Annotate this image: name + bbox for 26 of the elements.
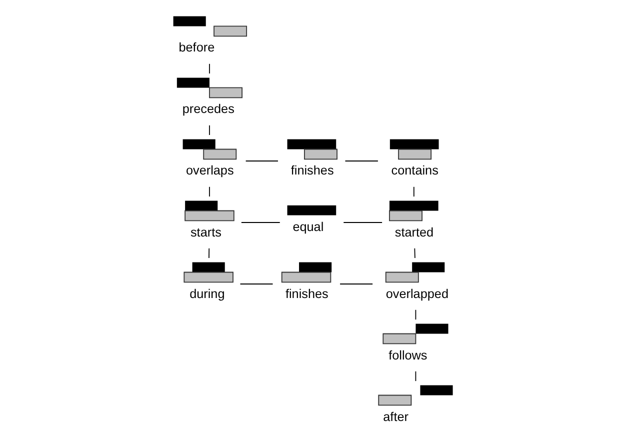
node-label: overlapped (386, 286, 448, 301)
node-label: follows (388, 348, 428, 362)
connector (245, 160, 278, 162)
node-label: precedes (182, 102, 234, 116)
connector (343, 222, 383, 223)
node-label: during (190, 286, 225, 301)
node-label: after (383, 410, 408, 424)
connector (413, 186, 414, 197)
connector (240, 222, 280, 223)
connector (209, 124, 210, 136)
connector (414, 248, 416, 258)
connector (344, 160, 378, 162)
connector (415, 309, 416, 320)
node-label: started (394, 225, 434, 240)
node-label: overlaps (186, 164, 234, 178)
node-label: before (178, 40, 215, 55)
node-box (287, 205, 336, 216)
node-label: contains (391, 164, 438, 178)
connector (209, 186, 210, 197)
node-label: equal (292, 220, 324, 234)
node-label: starts (190, 225, 222, 240)
node-label: finishes (285, 286, 328, 301)
connector (415, 370, 416, 382)
connector (209, 63, 210, 74)
connector (208, 248, 210, 258)
node-label: finishes (290, 164, 334, 178)
